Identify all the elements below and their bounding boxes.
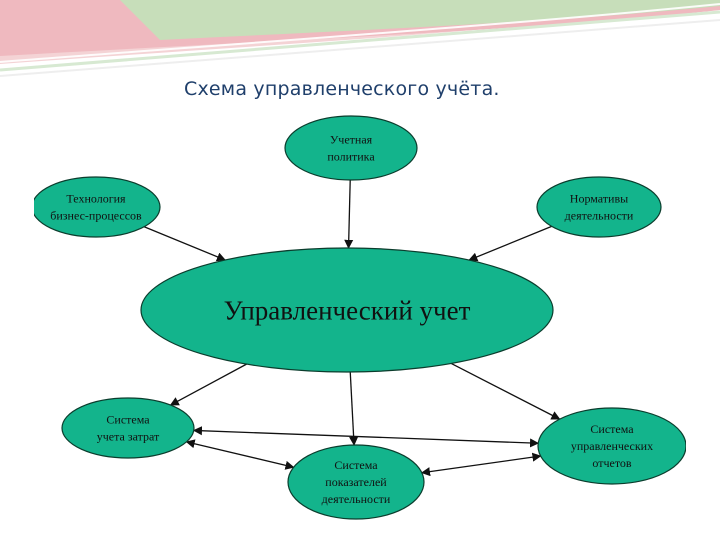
node-label: Управленческий учет (224, 295, 471, 325)
arrow-technology-to-center (143, 226, 227, 262)
node-label: учета затрат (97, 430, 160, 444)
node-label: Технология (66, 192, 126, 206)
header-decoration (0, 0, 720, 77)
arrow-cost_system-to-indicators (185, 439, 295, 470)
node-label: Система (106, 413, 150, 427)
arrow-policy-to-center (344, 179, 354, 249)
node-label: деятельности (565, 209, 634, 223)
node-norms: Нормативы деятельности (536, 176, 662, 238)
node-ellipse (537, 407, 686, 485)
management-accounting-diagram: Управленческий учет Учетная политикаТехнол… (34, 115, 686, 520)
node-center: Управленческий учет (140, 247, 554, 373)
node-label: бизнес-процессов (50, 209, 142, 223)
node-label: показателей (325, 475, 387, 489)
node-label: Учетная (330, 133, 373, 147)
node-ellipse (536, 176, 662, 238)
node-label: политика (327, 150, 375, 164)
node-ellipse (284, 115, 418, 181)
node-label: Нормативы (570, 192, 628, 206)
node-cost-system: Система учета затрат (61, 397, 195, 459)
node-ellipse (34, 176, 161, 238)
node-policy: Учетная политика (284, 115, 418, 181)
node-ellipse (140, 247, 554, 373)
node-label: Система (590, 422, 634, 436)
arrow-cost_system-to-reports (192, 426, 540, 448)
arrow-center-to-reports (450, 362, 561, 420)
node-label: деятельности (322, 492, 391, 506)
node-label: управленческих (571, 439, 653, 453)
node-reports: Система управленческих отчетов (537, 407, 686, 485)
arrow-center-to-indicators (349, 371, 359, 446)
node-label: Система (334, 458, 378, 472)
node-indicators: Система показателей деятельности (287, 444, 425, 520)
arrow-indicators-to-reports (420, 452, 542, 477)
node-ellipse (287, 444, 425, 520)
node-technology: Технология бизнес-процессов (34, 176, 161, 238)
node-label: отчетов (592, 456, 632, 470)
slide-title: Схема управленческого учёта. (184, 78, 500, 100)
node-ellipse (61, 397, 195, 459)
arrow-norms-to-center (468, 225, 552, 262)
arrow-center-to-cost_system (169, 363, 247, 406)
